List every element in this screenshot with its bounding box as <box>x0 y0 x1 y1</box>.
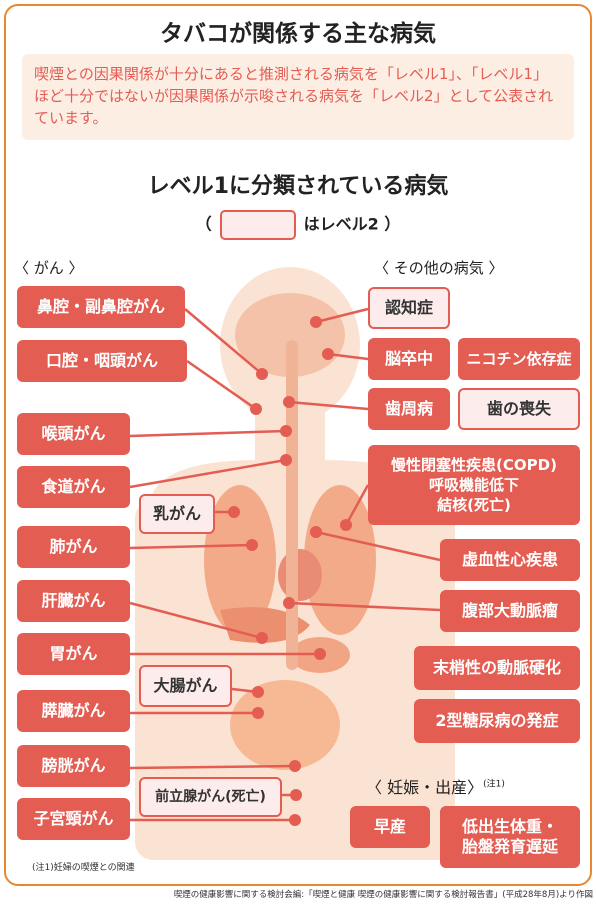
disease-breast-cancer: 乳がん <box>139 494 215 534</box>
right-lung <box>304 485 376 635</box>
disease-peripheral-arteriosclerosis: 末梢性の動脈硬化 <box>414 646 580 690</box>
disease-nicotine-dependence: ニコチン依存症 <box>458 338 580 380</box>
footnote: (注1)妊婦の喫煙との関連 <box>32 863 135 873</box>
legend-level2-swatch <box>219 210 296 240</box>
page-title: タバコが関係する主な病気 <box>160 21 436 47</box>
spine <box>286 340 298 670</box>
disease-colon-cancer: 大腸がん <box>139 665 232 707</box>
other-section-label: 〈 その他の病気 〉 <box>374 259 504 277</box>
disease-dementia: 認知症 <box>368 287 450 329</box>
disease-nasal-cancer: 鼻腔・副鼻腔がん <box>17 286 185 328</box>
disease-respiratory-decline: 呼吸機能低下 <box>428 476 519 494</box>
disease-copd: 慢性閉塞性疾患(COPD) <box>391 456 557 474</box>
legend-open: （ <box>195 214 212 234</box>
disease-ischemic-heart: 虚血性心疾患 <box>440 539 580 581</box>
disease-aortic-aneurysm: 腹部大動脈瘤 <box>440 590 580 632</box>
source-citation: 喫煙の健康影響に関する検討会編:「喫煙と健康 喫煙の健康影響に関する検討報告書」… <box>173 890 593 900</box>
disease-copd-group: 慢性閉塞性疾患(COPD) 呼吸機能低下 結核(死亡) <box>368 445 580 525</box>
disease-tooth-loss: 歯の喪失 <box>458 388 580 430</box>
disease-prostate-cancer: 前立腺がん(死亡) <box>139 777 282 817</box>
disease-preterm-birth: 早産 <box>350 806 430 848</box>
disease-esophagus-cancer: 食道がん <box>17 466 130 508</box>
disease-stroke: 脳卒中 <box>368 338 450 380</box>
organ-dots <box>228 316 352 826</box>
section-title: レベル1に分類されている病気 <box>147 174 449 199</box>
disease-liver-cancer: 肝臓がん <box>17 580 130 622</box>
disease-tuberculosis: 結核(死亡) <box>437 496 511 514</box>
disease-periodontal: 歯周病 <box>368 388 450 430</box>
disease-pancreas-cancer: 膵臓がん <box>17 690 130 732</box>
disease-larynx-cancer: 喉頭がん <box>17 413 130 455</box>
lbw-line1: 低出生体重・ <box>461 817 558 836</box>
connector-lines <box>129 307 441 822</box>
heart <box>278 549 322 601</box>
level-legend: （ はレベル2 ） <box>0 210 596 240</box>
disease-stomach-cancer: 胃がん <box>17 633 130 675</box>
organs <box>204 293 376 770</box>
pregnancy-label: 〈 妊娠・出産〉 <box>366 778 484 797</box>
left-lung <box>204 485 276 635</box>
legend-label: はレベル2 ） <box>303 214 401 234</box>
cancer-section-label: 〈 がん 〉 <box>14 259 84 277</box>
disease-bladder-cancer: 膀胱がん <box>17 745 130 787</box>
disease-low-birth-weight: 低出生体重・ 胎盤発育遅延 <box>440 806 580 868</box>
intro-text: 喫煙との因果関係が十分にあると推測される病気を「レベル1」、「レベル1」ほど十分… <box>22 54 574 140</box>
intestines <box>230 680 340 770</box>
brain <box>235 293 345 377</box>
disease-cervical-cancer: 子宮頸がん <box>17 798 130 840</box>
pregnancy-section-label: 〈 妊娠・出産〉(注1) <box>366 774 505 798</box>
disease-lung-cancer: 肺がん <box>17 526 130 568</box>
lbw-line2: 胎盤発育遅延 <box>461 837 558 856</box>
disease-type2-diabetes: 2型糖尿病の発症 <box>414 699 580 743</box>
disease-oral-cancer: 口腔・咽頭がん <box>17 340 187 382</box>
pregnancy-note-ref: (注1) <box>483 779 505 790</box>
